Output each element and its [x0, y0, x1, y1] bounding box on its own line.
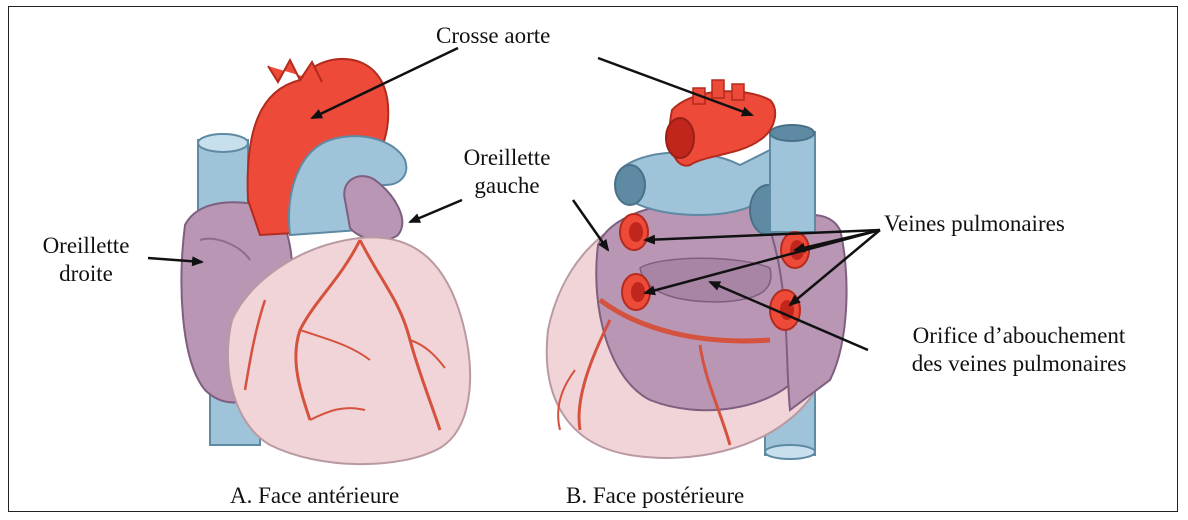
- label-oreillette-droite: Oreillette droite: [28, 232, 144, 288]
- label-crosse-aorte: Crosse aorte: [436, 22, 550, 50]
- label-oreillette-gauche: Oreillette gauche: [452, 144, 562, 200]
- heart-anterior: [182, 59, 471, 464]
- caption-face-posterieure: B. Face postérieure: [566, 482, 744, 510]
- label-orifice-line1: Orifice d’abouchement: [868, 322, 1170, 350]
- label-orifice-line2: des veines pulmonaires: [868, 350, 1170, 378]
- label-oreillette-gauche-line2: gauche: [452, 172, 562, 200]
- label-oreillette-droite-line1: Oreillette: [28, 232, 144, 260]
- label-oreillette-droite-line2: droite: [28, 260, 144, 288]
- caption-face-anterieure: A. Face antérieure: [230, 482, 399, 510]
- label-veines-pulmonaires: Veines pulmonaires: [884, 210, 1065, 238]
- label-orifice: Orifice d’abouchement des veines pulmona…: [868, 322, 1170, 378]
- heart-posterior: [547, 80, 847, 459]
- label-oreillette-gauche-line1: Oreillette: [452, 144, 562, 172]
